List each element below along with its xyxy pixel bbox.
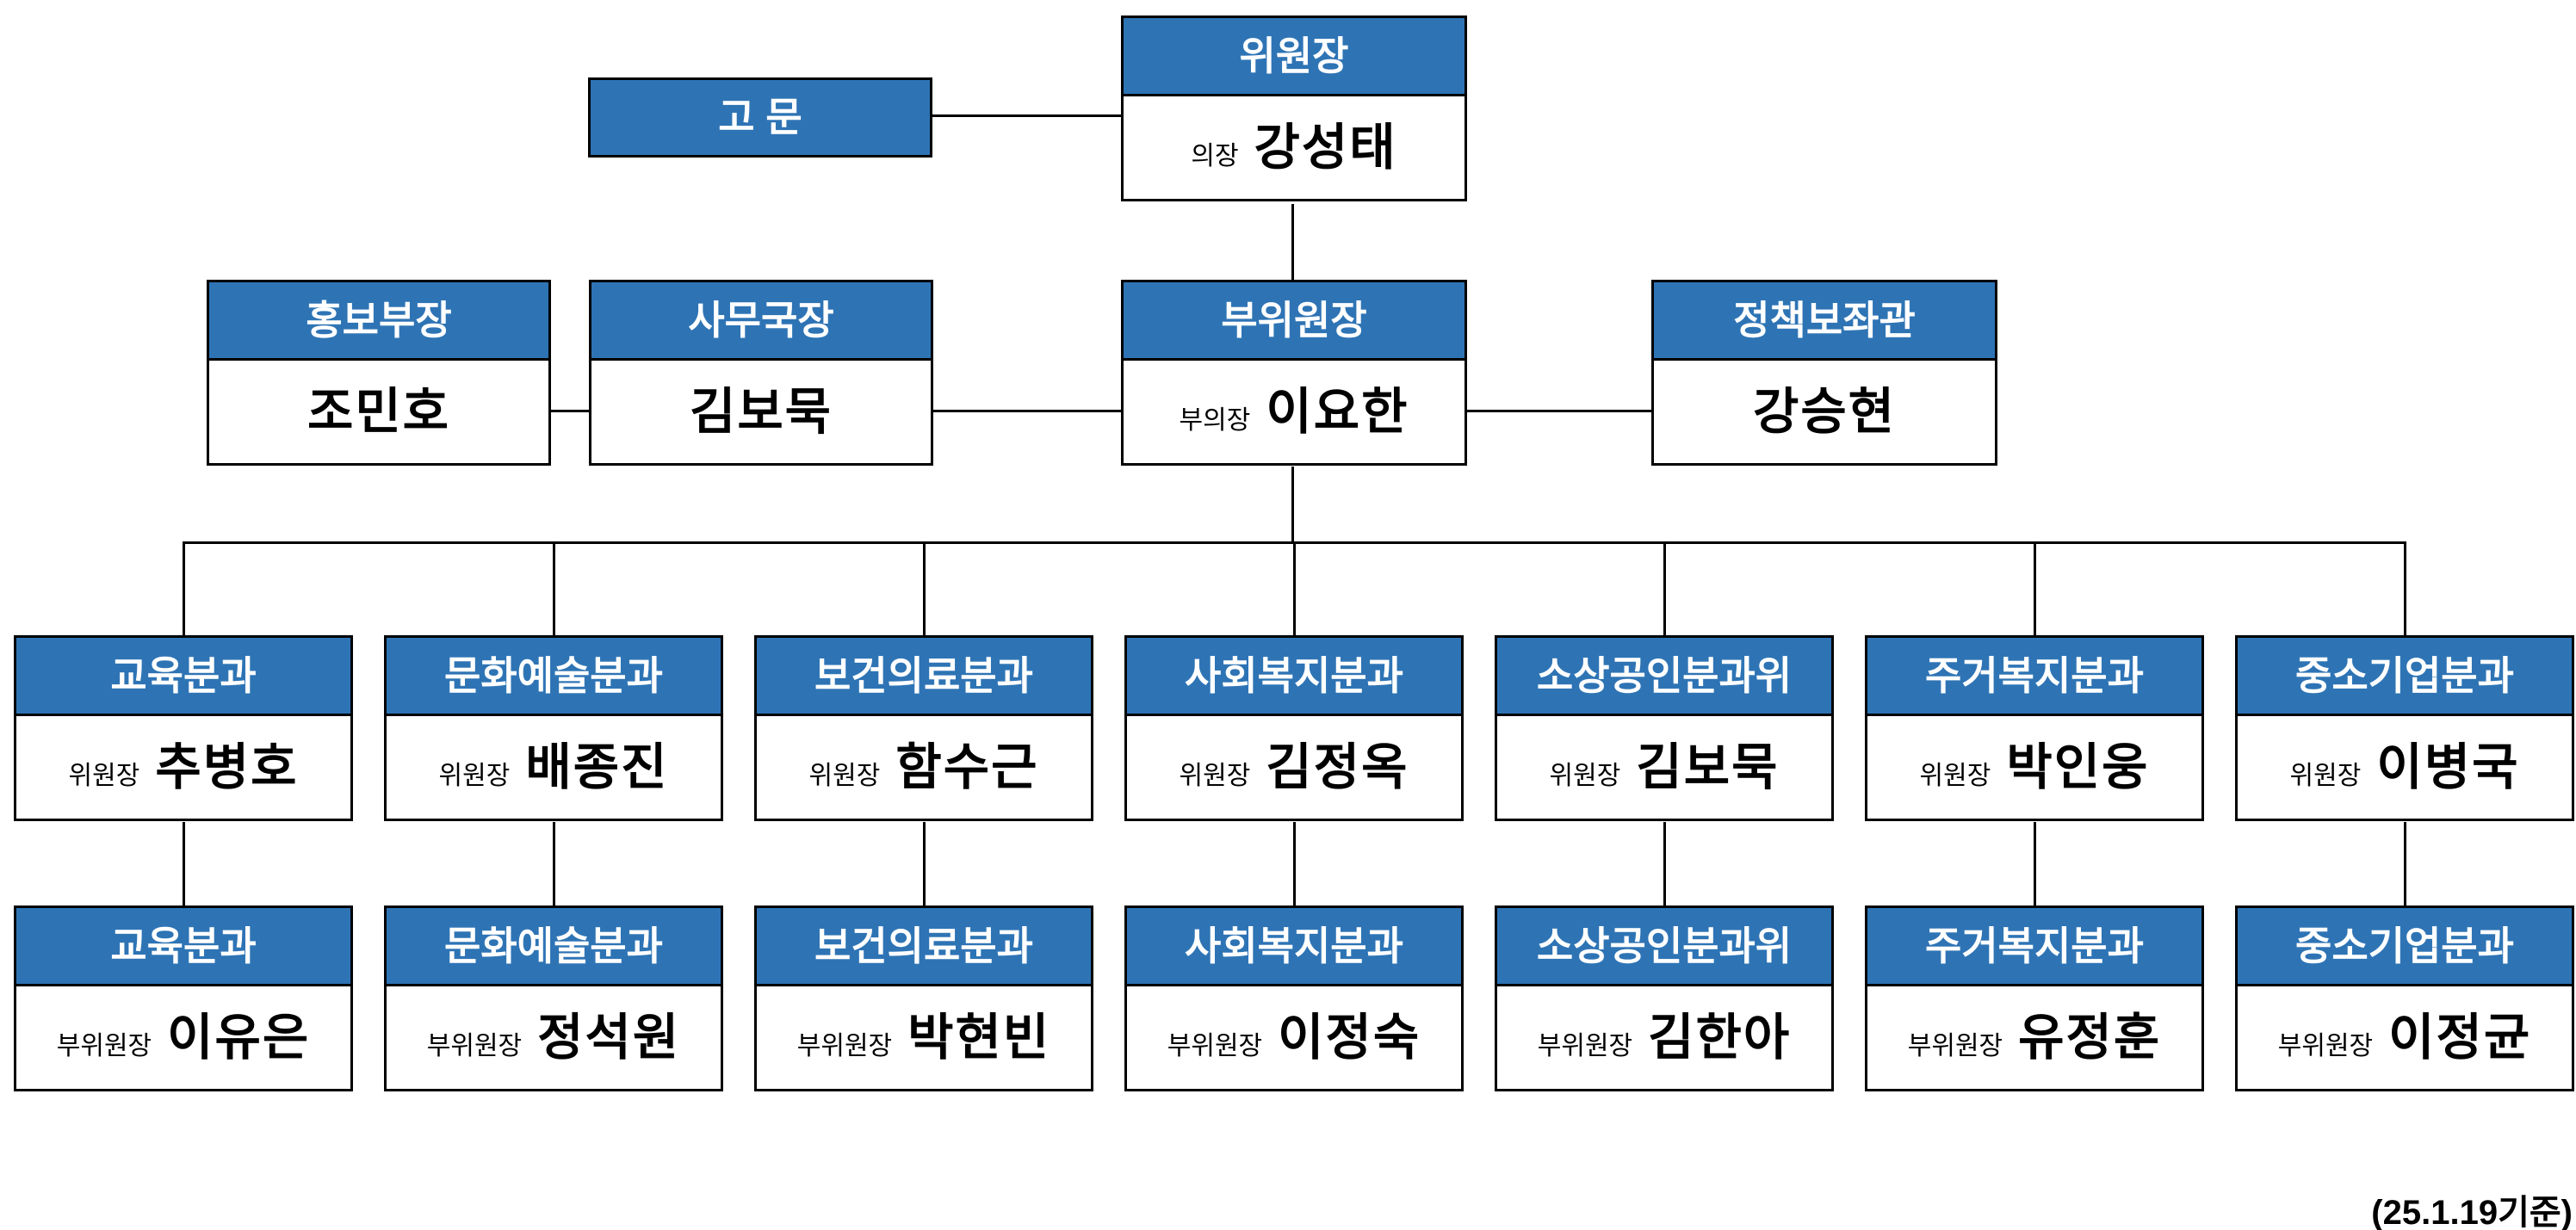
org-box-title: 교육분과 [16, 908, 350, 986]
person-name: 김보묵 [689, 384, 833, 440]
person-name: 박현빈 [907, 1010, 1051, 1066]
person-name: 배종진 [525, 739, 669, 795]
org-box-title: 중소기업분과 [2238, 908, 2572, 986]
org-box-title: 문화예술분과 [387, 908, 721, 986]
connector-bus-col4 [1293, 541, 1296, 638]
connector-chair-vice-col4 [1293, 822, 1296, 908]
org-box-division-chair-4: 사회복지분과 위원장 김정옥 [1124, 635, 1464, 821]
org-box-policy-aide: 정책보좌관 강승현 [1651, 280, 1997, 466]
role-label: 위원장 [438, 762, 511, 790]
org-box-title: 주거복지분과 [1867, 638, 2201, 716]
person-name: 이병국 [2376, 739, 2520, 795]
connector-chair-vice-col7 [2404, 822, 2406, 908]
org-box-division-vicechair-1: 교육분과 부위원장 이유은 [14, 906, 353, 1091]
org-box-title: 사회복지분과 [1127, 908, 1461, 986]
org-box-title: 소상공인분과위 [1497, 908, 1831, 986]
connector-bus-col5 [1663, 541, 1666, 638]
org-box-division-chair-3: 보건의료분과 위원장 함수근 [754, 635, 1093, 821]
connector-vicechairman-bus [1291, 467, 1294, 544]
connector-bus-col1 [183, 541, 185, 638]
connector-chair-vice-col5 [1663, 822, 1666, 908]
person-name: 추병호 [155, 739, 299, 795]
role-label: 위원장 [1179, 762, 1251, 790]
org-box-title: 소상공인분과위 [1497, 638, 1831, 716]
role-label: 부위원장 [2277, 1032, 2374, 1060]
person-name: 조민호 [307, 384, 451, 440]
connector-chair-vice-col1 [183, 822, 185, 908]
role-label: 의장 [1191, 142, 1239, 170]
person-name: 이요한 [1266, 384, 1409, 440]
person-name: 유정훈 [2018, 1010, 2162, 1066]
org-box-title: 문화예술분과 [387, 638, 721, 716]
connector-secretary-vicechairman [933, 410, 1121, 412]
org-box-title: 부위원장 [1124, 282, 1464, 361]
org-box-pr-director: 홍보부장 조민호 [207, 280, 551, 466]
person-name: 박인웅 [2006, 739, 2150, 795]
role-label: 부위원장 [56, 1032, 152, 1060]
role-label: 부위원장 [1167, 1032, 1263, 1060]
org-box-title: 사회복지분과 [1127, 638, 1461, 716]
person-name: 강승현 [1752, 384, 1897, 440]
org-box-division-vicechair-3: 보건의료분과 부위원장 박현빈 [754, 906, 1093, 1091]
org-box-advisor: 고 문 [588, 77, 932, 158]
org-box-title: 위원장 [1124, 18, 1464, 96]
org-box-division-vicechair-2: 문화예술분과 부위원장 정석원 [384, 906, 723, 1091]
org-box-division-vicechair-4: 사회복지분과 부위원장 이정숙 [1124, 906, 1464, 1091]
person-name: 김보묵 [1636, 739, 1780, 795]
person-name: 이정숙 [1278, 1010, 1421, 1066]
org-box-title: 보건의료분과 [757, 638, 1091, 716]
org-box-title: 사무국장 [591, 282, 931, 361]
org-box-title: 중소기업분과 [2238, 638, 2572, 716]
org-box-division-chair-7: 중소기업분과 위원장 이병국 [2235, 635, 2574, 821]
org-box-title: 보건의료분과 [757, 908, 1091, 986]
person-name: 정석원 [537, 1010, 681, 1066]
connector-advisor-chairman [932, 114, 1121, 117]
connector-chairman-vicechairman [1291, 204, 1294, 280]
connector-chair-vice-col3 [923, 822, 926, 908]
org-box-title: 교육분과 [16, 638, 350, 716]
role-label: 부위원장 [1907, 1032, 2003, 1060]
person-name: 김정옥 [1266, 739, 1409, 795]
role-label: 부위원장 [1537, 1032, 1633, 1060]
person-name: 김한아 [1648, 1010, 1792, 1066]
org-box-division-vicechair-5: 소상공인분과위 부위원장 김한아 [1495, 906, 1834, 1091]
org-box-division-vicechair-6: 주거복지분과 부위원장 유정훈 [1865, 906, 2204, 1091]
connector-bus-col2 [553, 541, 555, 638]
org-box-title: 홍보부장 [209, 282, 548, 361]
role-label: 부의장 [1179, 406, 1251, 435]
person-name: 이유은 [167, 1010, 311, 1066]
person-name: 함수근 [895, 739, 1039, 795]
org-box-title: 주거복지분과 [1867, 908, 2201, 986]
org-box-vice-chairman: 부위원장 부의장 이요한 [1121, 280, 1467, 466]
role-label: 위원장 [2289, 762, 2362, 790]
org-box-chairman: 위원장 의장 강성태 [1121, 15, 1467, 201]
role-label: 부위원장 [426, 1032, 523, 1060]
role-label: 위원장 [808, 762, 881, 790]
role-label: 부위원장 [796, 1032, 893, 1060]
role-label: 위원장 [1919, 762, 1991, 790]
org-box-division-vicechair-7: 중소기업분과 부위원장 이정균 [2235, 906, 2574, 1091]
connector-pr-secretary [551, 410, 589, 412]
org-box-secretary-general: 사무국장 김보묵 [589, 280, 933, 466]
person-name: 강성태 [1254, 120, 1397, 176]
org-box-title: 정책보좌관 [1654, 282, 1995, 361]
org-box-division-chair-2: 문화예술분과 위원장 배종진 [384, 635, 723, 821]
connector-vicechairman-policyaide [1467, 410, 1651, 412]
org-box-division-chair-6: 주거복지분과 위원장 박인웅 [1865, 635, 2204, 821]
org-box-division-chair-1: 교육분과 위원장 추병호 [14, 635, 353, 821]
connector-chair-vice-col2 [553, 822, 555, 908]
org-box-division-chair-5: 소상공인분과위 위원장 김보묵 [1495, 635, 1834, 821]
connector-chair-vice-col6 [2034, 822, 2036, 908]
role-label: 위원장 [68, 762, 140, 790]
role-label: 위원장 [1549, 762, 1621, 790]
connector-bus-col3 [923, 541, 926, 638]
as-of-date-note: (25.1.19기준) [2371, 1194, 2573, 1230]
connector-bus-col7 [2404, 541, 2406, 638]
person-name: 이정균 [2388, 1010, 2532, 1066]
connector-bus-col6 [2034, 541, 2036, 638]
